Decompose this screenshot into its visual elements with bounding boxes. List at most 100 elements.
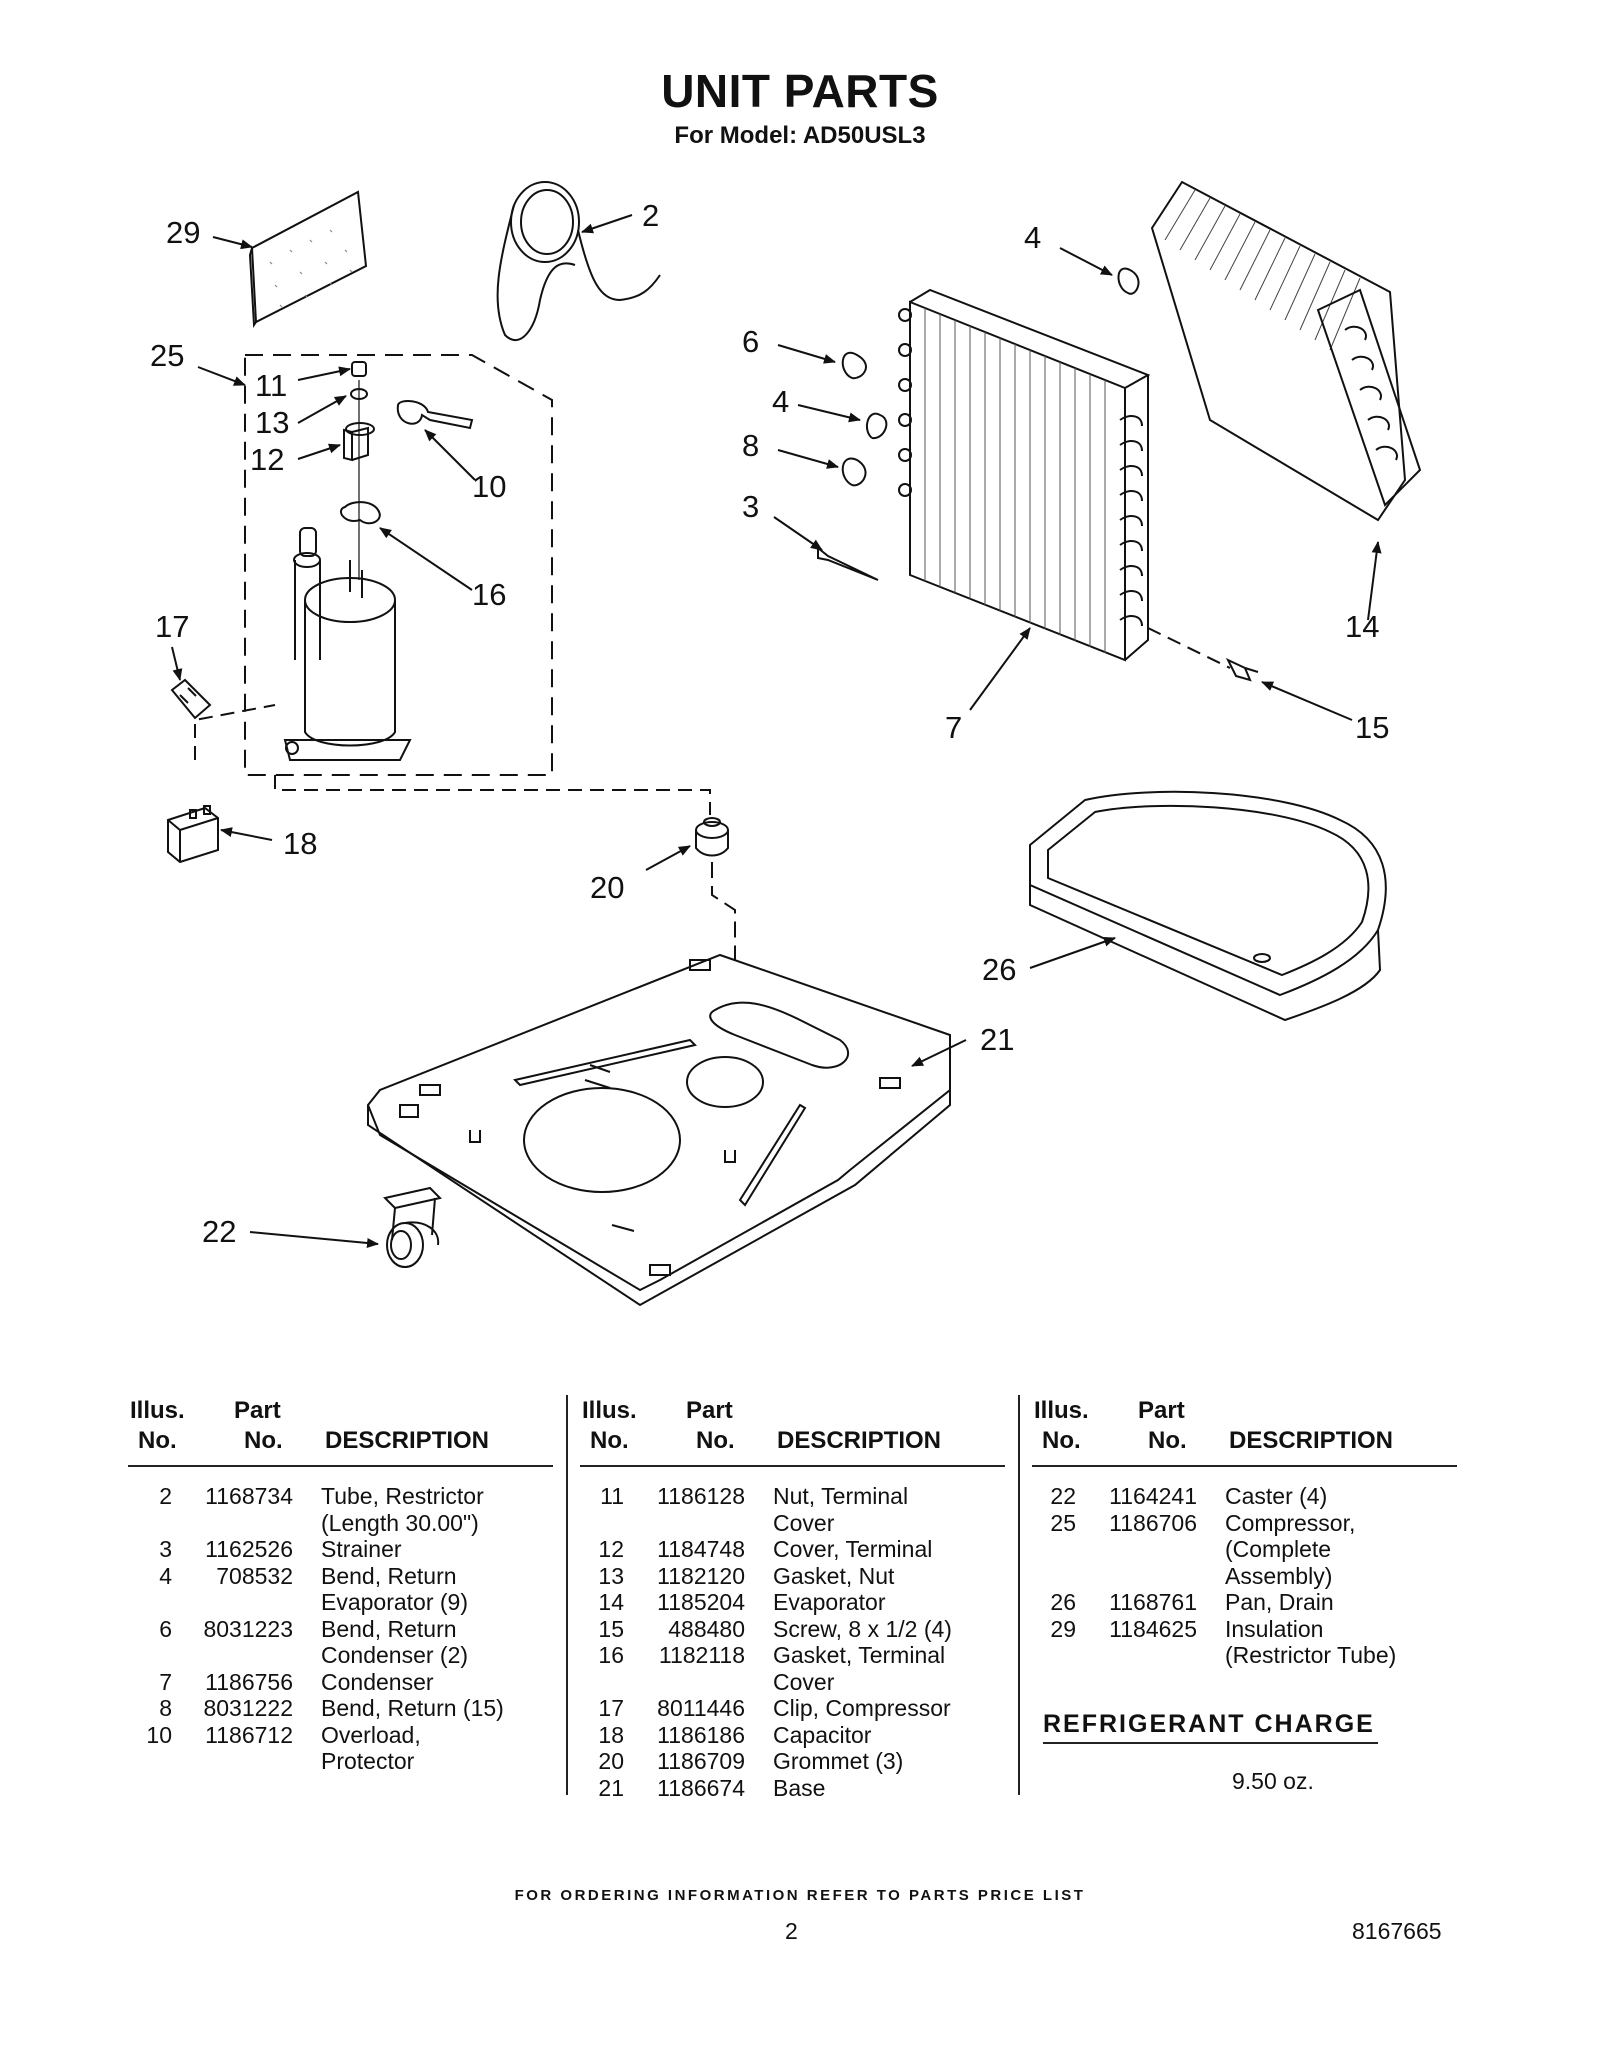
illus-number: 17: [598, 1695, 624, 1721]
description-line: Pan, Drain: [1225, 1589, 1334, 1615]
description-line: Protector: [321, 1748, 415, 1774]
column-divider: [566, 1395, 568, 1795]
return-bend-4a-drawing: [865, 412, 888, 440]
description-line: Clip, Compressor: [773, 1695, 951, 1721]
parts-row: 17 8011446 Clip, Compressor: [580, 1695, 1005, 1722]
part-description: Gasket, Nut: [773, 1563, 1005, 1590]
illus-number: 21: [598, 1774, 624, 1801]
leader-lines: [171, 214, 1382, 1248]
part-number: 8011446: [657, 1695, 745, 1721]
description-line: Bend, Return: [321, 1615, 457, 1642]
illus-number: 22: [1050, 1483, 1076, 1509]
terminal-cover-parts-drawing: [340, 361, 474, 580]
illus-number: 7: [159, 1668, 172, 1695]
callout-8: 8: [742, 428, 759, 463]
part-number: 1186712: [205, 1721, 293, 1748]
part-number: 1186756: [205, 1668, 293, 1695]
illus-number: 25: [1050, 1509, 1076, 1536]
part-header-line2: No.: [696, 1427, 735, 1454]
part-description: Screw, 8 x 1/2 (4): [773, 1616, 1005, 1643]
illus-number: 26: [1050, 1589, 1076, 1615]
illus-header-line2: No.: [590, 1427, 629, 1454]
callout-29: 29: [166, 215, 200, 250]
callout-10: 10: [472, 469, 506, 504]
description-line: Gasket, Nut: [773, 1562, 895, 1589]
illus-number: 2: [159, 1483, 172, 1509]
description-line: Assembly): [1225, 1562, 1333, 1589]
part-number: 1186128: [657, 1483, 745, 1509]
part-number: 1164241: [1109, 1483, 1197, 1509]
return-bend-4b-drawing: [1117, 267, 1140, 295]
part-description: Base: [773, 1775, 1005, 1802]
illus-header-line2: No.: [138, 1427, 177, 1454]
part-number: 1186186: [657, 1721, 745, 1748]
part-description: Clip, Compressor: [773, 1695, 1005, 1722]
condenser-drawing: [898, 288, 1151, 662]
description-line: Compressor,: [1225, 1509, 1356, 1536]
callout-26: 26: [982, 952, 1016, 987]
description-line: Strainer: [321, 1536, 402, 1562]
refrigerant-charge-value: 9.50 oz.: [1232, 1768, 1314, 1794]
illus-number: 10: [146, 1721, 172, 1748]
part-number: 1162526: [205, 1536, 293, 1562]
part-description: Caster (4): [1225, 1483, 1457, 1510]
part-description: Strainer: [321, 1536, 553, 1563]
strainer-drawing: [817, 545, 879, 581]
part-number: 708532: [216, 1562, 293, 1589]
compressor-clip-drawing: [170, 678, 212, 720]
ordering-note: FOR ORDERING INFORMATION REFER TO PARTS …: [514, 1887, 1086, 1904]
capacitor-drawing: [167, 805, 219, 864]
parts-row: 15 488480 Screw, 8 x 1/2 (4): [580, 1616, 1005, 1643]
callout-6: 6: [742, 324, 759, 359]
description-header: DESCRIPTION: [325, 1427, 490, 1454]
part-number: 1168761: [1109, 1589, 1197, 1615]
description-line: Evaporator (9): [321, 1589, 469, 1615]
callout-11: 11: [255, 368, 287, 403]
description-line: Condenser (2): [321, 1642, 469, 1668]
part-description: Grommet (3): [773, 1748, 1005, 1775]
parts-column-3: Illus. No. Part No. DESCRIPTION 22 116424…: [1032, 1395, 1457, 1669]
exploded-parts-diagram: 29 2 4 6 4 8 3 25 11 13 12 10 16 17 7 14…: [150, 180, 1422, 1307]
callout-labels: 29 2 4 6 4 8 3 25 11 13 12 10 16 17 7 14…: [150, 198, 1389, 1249]
description-line: Base: [773, 1774, 826, 1801]
part-description: Bend, Return (15): [321, 1695, 553, 1722]
illus-number: 29: [1050, 1615, 1076, 1642]
parts-table-header: Illus. No. Part No. DESCRIPTION: [1032, 1395, 1457, 1467]
caster-drawing: [383, 1186, 442, 1268]
base-plate-drawing: [366, 953, 951, 1307]
callout-25: 25: [150, 338, 184, 373]
description-line: Overload,: [321, 1721, 421, 1748]
refrigerant-charge-heading: REFRIGERANT CHARGE: [1043, 1710, 1378, 1744]
callout-16: 16: [472, 577, 506, 612]
illus-number: 15: [598, 1615, 624, 1642]
callout-15: 15: [1355, 710, 1389, 745]
description-line: Evaporator: [773, 1589, 886, 1615]
document-number: 8167665: [1352, 1918, 1442, 1944]
drain-pan-drawing: [1029, 790, 1387, 1022]
part-number: 1168734: [205, 1483, 293, 1509]
part-number: 488480: [668, 1615, 745, 1642]
part-number: 1182118: [658, 1642, 745, 1668]
callout-2: 2: [642, 198, 659, 233]
compressor-drawing: [283, 527, 412, 761]
illus-number: 16: [598, 1642, 624, 1668]
parts-row: 22 1164241 Caster (4): [1032, 1483, 1457, 1510]
wiring-dashed-line: [194, 704, 711, 815]
